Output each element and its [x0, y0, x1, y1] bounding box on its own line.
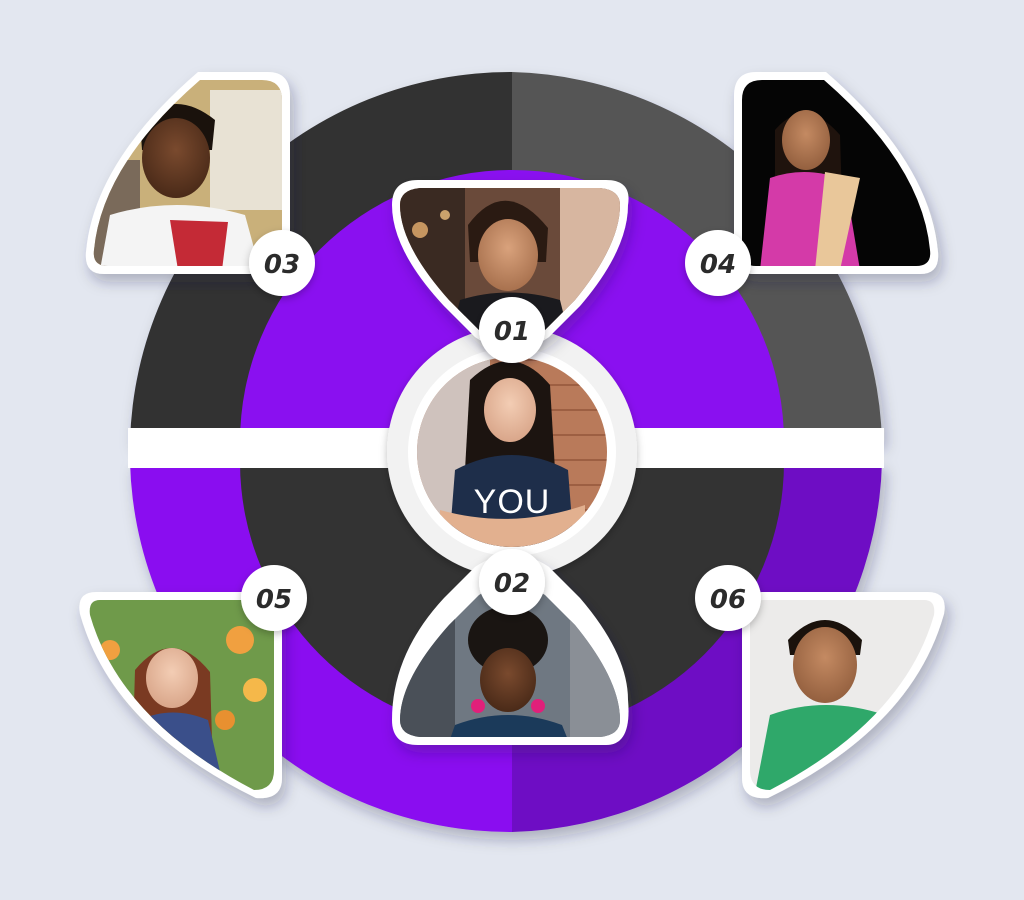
badge-02: 02	[479, 549, 545, 615]
badge-06-label: 06	[710, 585, 746, 615]
badge-01-label: 01	[494, 317, 530, 347]
center-photo	[417, 357, 607, 547]
person-photo-05	[89, 600, 274, 790]
badge-03: 03	[249, 230, 315, 296]
badge-05: 05	[241, 565, 307, 631]
person-node-06[interactable]	[742, 592, 945, 799]
center-node[interactable]: YOU	[387, 327, 637, 577]
badge-02-label: 02	[494, 569, 530, 599]
badge-04-label: 04	[700, 250, 736, 280]
person-photo-03	[93, 80, 283, 266]
badge-03-label: 03	[264, 250, 300, 280]
person-photo-06	[750, 600, 935, 790]
badge-04: 04	[685, 230, 751, 296]
badge-06: 06	[695, 565, 761, 631]
badge-05-label: 05	[256, 585, 292, 615]
person-node-04[interactable]	[734, 72, 939, 274]
badge-01: 01	[479, 297, 545, 363]
person-node-02[interactable]	[392, 554, 629, 746]
center-you-label: YOU	[474, 483, 551, 521]
person-node-05[interactable]	[79, 592, 282, 799]
